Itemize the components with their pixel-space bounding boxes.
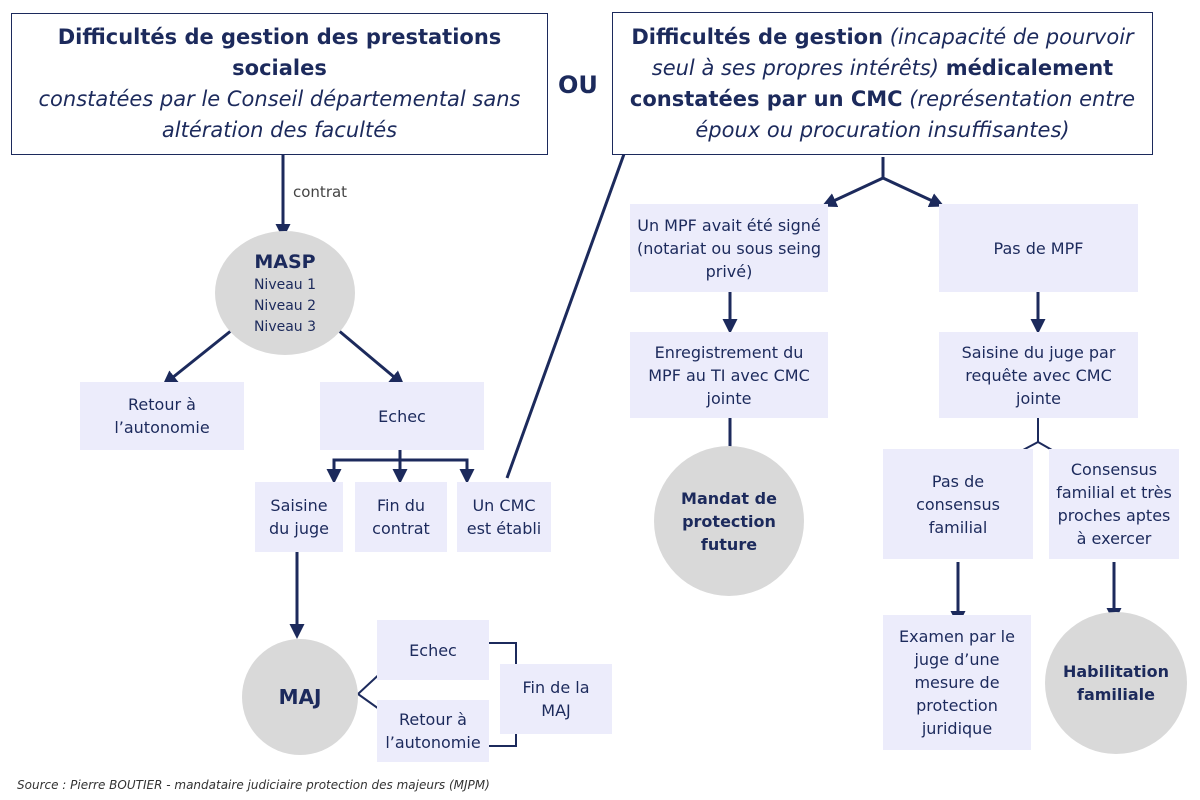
no-mpf-box: Pas de MPF [939, 204, 1138, 292]
fin-contrat-text: Fin du contrat [372, 496, 430, 538]
registration-box: Enregistrement du MPF au TI avec CMC joi… [630, 332, 828, 418]
right-top-bold-2: médicalement constatées par un CMC [629, 55, 1114, 111]
echec-text: Echec [378, 406, 426, 426]
seizure-box: Saisine du juge par requête avec CMC joi… [939, 332, 1138, 418]
mpf-signed-text: Un MPF avait été signé (notariat ou sous… [636, 215, 822, 281]
registration-text: Enregistrement du MPF au TI avec CMC joi… [648, 342, 810, 408]
masp-level: Niveau 3 [253, 318, 317, 335]
left-top-bold: Difficultés de gestion des prestations s… [57, 25, 502, 80]
right-top-italic-1: (incapacité de pourvoir seul à ses propr… [651, 24, 1134, 80]
mpf-signed-box: Un MPF avait été signé (notariat ou sous… [630, 204, 828, 292]
habilitation-circle: Habilitation familiale [1045, 612, 1187, 754]
maj-echec-text: Echec [409, 640, 457, 660]
no-mpf-text: Pas de MPF [993, 238, 1084, 258]
no-consensus-text: Pas de consensus familial [916, 471, 1000, 537]
retour-autonomie-box: Retour à l’autonomie [80, 382, 244, 450]
right-top-italic-2: (représentation entre époux ou procurati… [695, 86, 1136, 142]
saisine-juge-text: Saisine du juge [269, 496, 329, 538]
cmc-established-text: Un CMC est établi [466, 496, 542, 538]
masp-title: MASP [254, 250, 316, 273]
fin-maj-text: Fin de la MAJ [522, 678, 590, 720]
consensus-text: Consensus familial et très proches aptes… [1056, 460, 1172, 548]
masp-level: Niveau 2 [253, 297, 317, 314]
maj-retour-box: Retour à l’autonomie [377, 700, 489, 762]
maj-title: MAJ [278, 684, 322, 709]
saisine-juge-box: Saisine du juge [255, 482, 343, 552]
mandat-circle: Mandat de protection future [654, 446, 804, 596]
left-top-box: Difficultés de gestion des prestations s… [11, 13, 548, 155]
consensus-box: Consensus familial et très proches aptes… [1049, 449, 1179, 559]
retour-autonomie-text: Retour à l’autonomie [114, 395, 210, 437]
maj-circle: MAJ [242, 639, 358, 755]
maj-retour-text: Retour à l’autonomie [385, 710, 481, 752]
left-top-italic: constatées par le Conseil départemental … [38, 87, 521, 142]
right-top-box: Difficultés de gestion (incapacité de po… [612, 12, 1153, 155]
masp-circle: MASP Niveau 1 Niveau 2 Niveau 3 [215, 231, 355, 355]
mandat-title: Mandat de protection future [681, 488, 777, 554]
exam-box: Examen par le juge d’une mesure de prote… [883, 615, 1031, 750]
or-label: OU [558, 71, 598, 99]
left-top-text: Difficultés de gestion des prestations s… [24, 22, 535, 146]
maj-echec-box: Echec [377, 620, 489, 680]
fin-contrat-box: Fin du contrat [355, 482, 447, 552]
seizure-text: Saisine du juge par requête avec CMC joi… [961, 342, 1116, 408]
echec-box: Echec [320, 382, 484, 450]
no-consensus-box: Pas de consensus familial [883, 449, 1033, 559]
habilitation-title: Habilitation familiale [1062, 662, 1170, 704]
cmc-established-box: Un CMC est établi [457, 482, 551, 552]
fin-maj-box: Fin de la MAJ [500, 664, 612, 734]
source-caption: Source : Pierre BOUTIER - mandataire jud… [17, 778, 490, 792]
exam-text: Examen par le juge d’une mesure de prote… [899, 627, 1015, 738]
right-top-text: Difficultés de gestion (incapacité de po… [625, 22, 1140, 146]
right-top-bold-1: Difficultés de gestion [631, 24, 884, 49]
masp-level: Niveau 1 [253, 276, 317, 293]
contract-label: contrat [293, 183, 348, 201]
